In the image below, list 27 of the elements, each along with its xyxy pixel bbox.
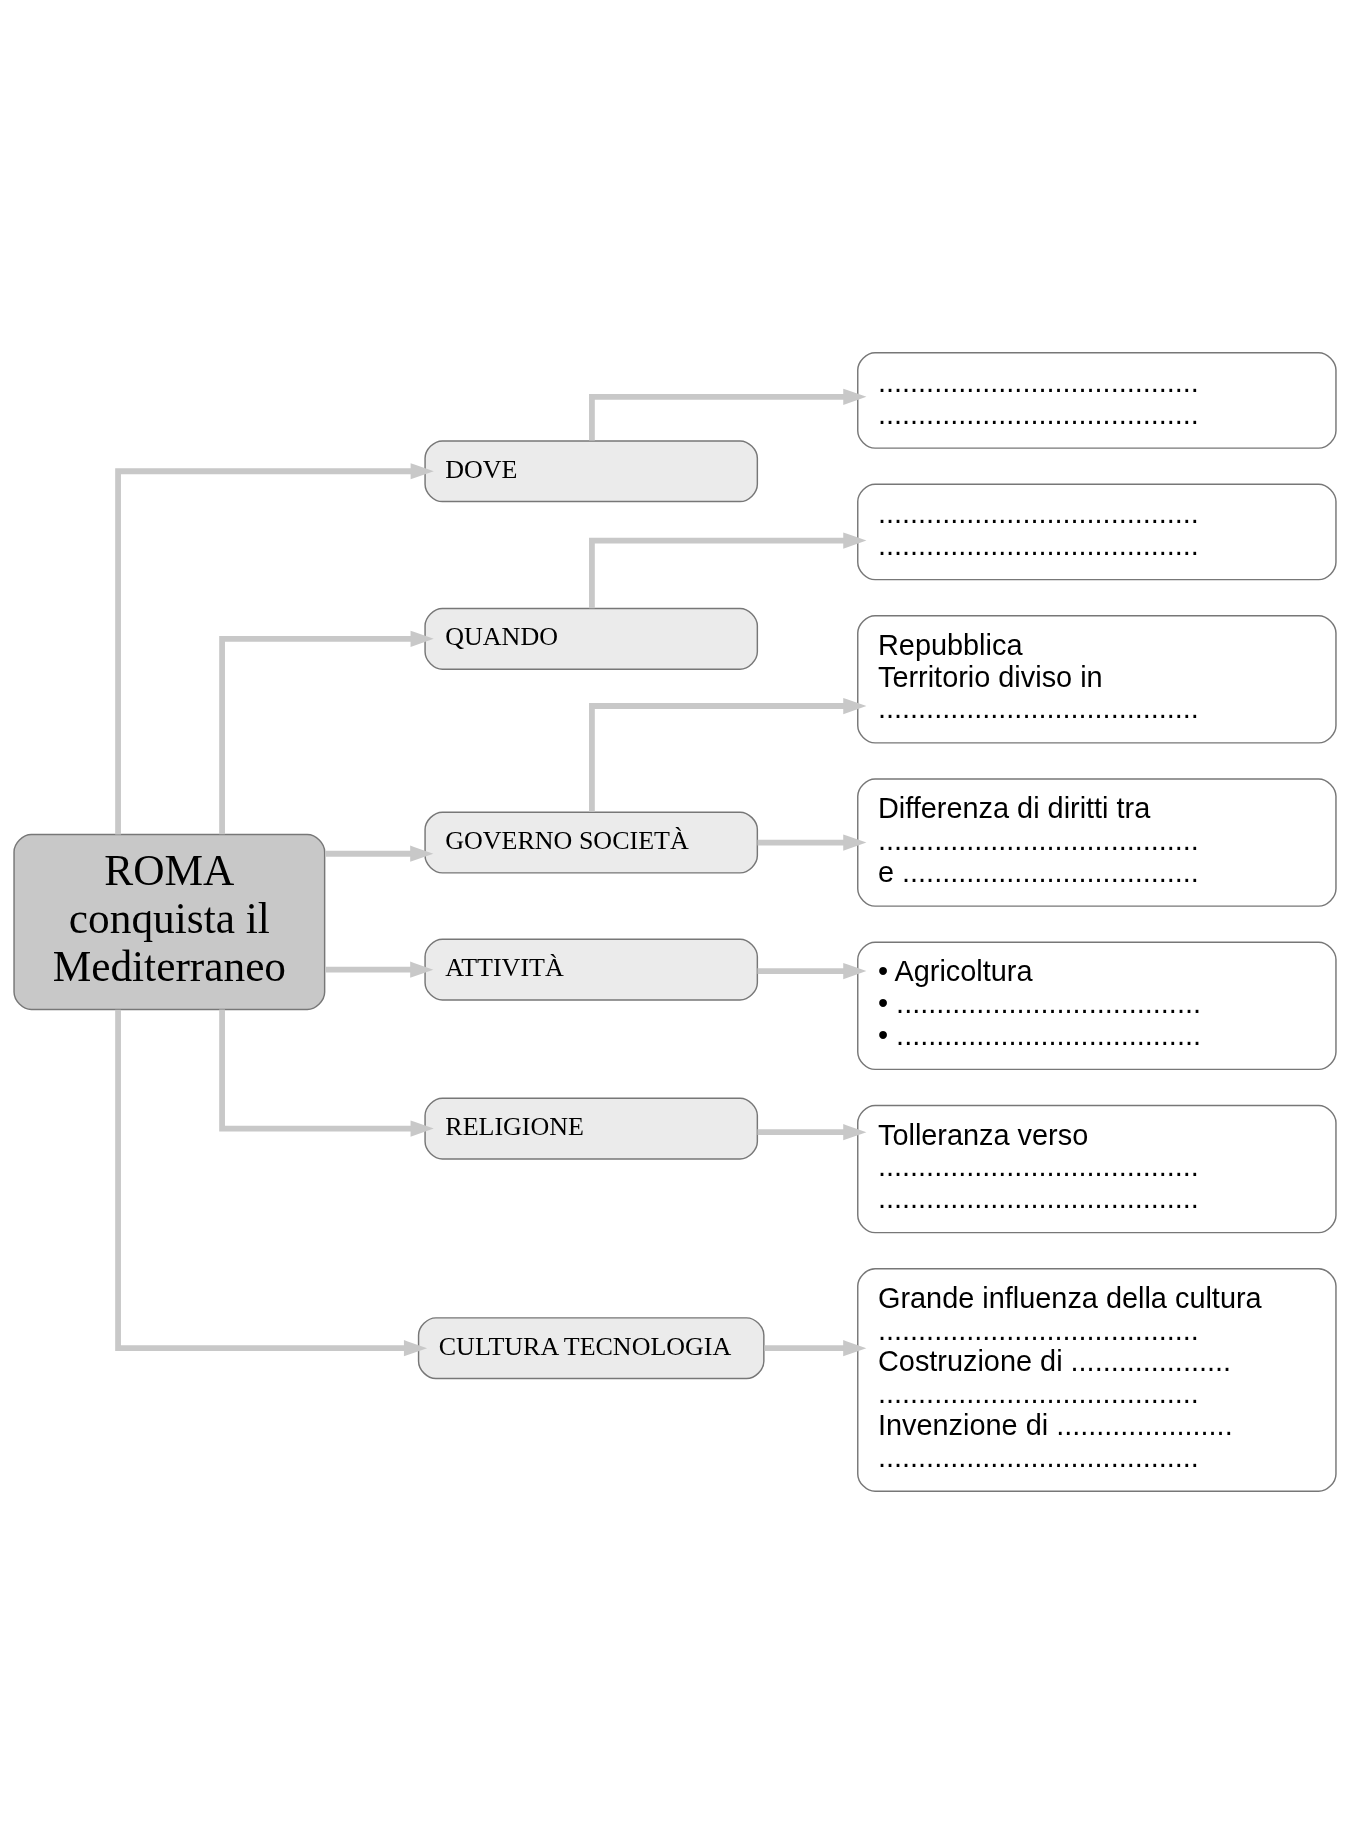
arrow	[589, 388, 867, 441]
arrow	[764, 1339, 867, 1356]
node-box: DOVE	[424, 439, 759, 502]
node-box: GOVERNO SOCIETÀ	[424, 811, 759, 874]
arrow	[325, 845, 434, 862]
node-box: ATTIVITÀ	[424, 938, 759, 1001]
arrow	[325, 961, 434, 978]
node-box: • Agricoltura • ...................................... • ......................................	[857, 941, 1337, 1070]
arrow	[589, 697, 867, 812]
node-box: CULTURA TECNOLOGIA	[417, 1316, 765, 1379]
node-box: ROMA conquista il Mediterraneo	[13, 833, 326, 1010]
arrow	[115, 1009, 428, 1356]
node-box: Tolleranza verso ........................................ ........................................	[857, 1104, 1337, 1233]
arrow	[589, 531, 867, 608]
node-box: Differenza di diritti tra ........................................ e .....................................	[857, 777, 1337, 907]
node-box: Repubblica Territorio diviso in ........................................	[857, 614, 1337, 744]
arrow	[219, 1009, 434, 1137]
node-box: QUANDO	[424, 607, 759, 670]
arrow	[757, 962, 867, 979]
arrow	[115, 462, 434, 835]
node-box: RELIGIONE	[424, 1097, 759, 1160]
node-box: Grande influenza della cultura ........................................ Costruzione di .................... ........................................ Invenzione di ...................... ........................................	[857, 1267, 1337, 1492]
node-box: ........................................ ........................................	[857, 483, 1337, 580]
arrow	[757, 833, 867, 851]
arrow	[219, 630, 434, 834]
node-box: ........................................ ........................................	[857, 351, 1337, 449]
arrow	[757, 1123, 867, 1140]
